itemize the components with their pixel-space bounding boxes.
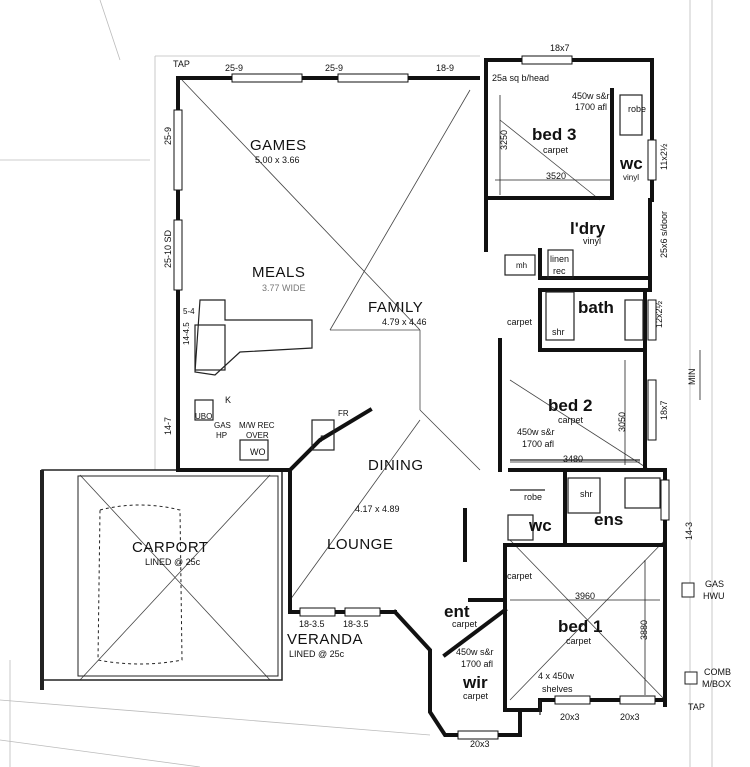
dim-bed3-v: 3250	[499, 129, 509, 150]
carpet-hall2: carpet	[507, 571, 533, 581]
over-label: OVER	[246, 431, 269, 440]
dim-left-2: 25-10 SD	[163, 229, 173, 268]
room-dining-size: 4.17 x 4.89	[355, 504, 400, 514]
fridge-label: FR	[338, 409, 349, 418]
gas-hwu-a: GAS	[705, 579, 725, 589]
room-wc-top-floor: vinyl	[623, 173, 640, 182]
room-family-label: FAMILY	[368, 299, 424, 316]
room-wir-ac: 450w s&r	[456, 647, 494, 657]
shr-bath: shr	[552, 327, 565, 337]
gas-hwu-b: HWU	[703, 591, 725, 601]
dim-left-win-a: 5-4	[183, 307, 195, 316]
dim-veranda-2: 18-3.5	[343, 619, 369, 629]
dim-bed1-v: 3880	[639, 619, 649, 640]
room-veranda-note: LINED @ 25c	[289, 649, 345, 659]
hand-note: MIN	[687, 368, 697, 386]
room-wc-ens-label: wc	[529, 516, 552, 535]
room-bed2-floor: carpet	[558, 415, 584, 425]
dim-right-5: 14-3	[684, 521, 694, 540]
room-bed2-ac: 450w s&r	[517, 427, 555, 437]
room-family-size: 4.79 x 4.46	[382, 317, 427, 327]
shelves-b: shelves	[542, 684, 573, 694]
dimension-lines	[495, 95, 701, 695]
dim-top-3: 18-9	[436, 63, 455, 73]
hp-label: HP	[216, 431, 228, 440]
tap-top: TAP	[173, 59, 190, 69]
room-bath-label: bath	[578, 298, 614, 317]
room-ens-label: ens	[594, 510, 624, 529]
dim-bed2-h: 3480	[563, 454, 584, 464]
dim-top-2: 25-9	[325, 63, 344, 73]
room-ldry-label: l'dry	[570, 219, 606, 238]
construction-lines	[0, 0, 713, 767]
dim-right-1: 11x2½	[659, 143, 669, 170]
dim-left-1: 25-9	[163, 126, 173, 145]
ubo-label: UBO	[195, 412, 213, 421]
roof-lines	[79, 79, 666, 701]
dim-bed1-h: 3960	[575, 591, 596, 601]
carport	[40, 469, 283, 690]
room-bed2-ac2: 1700 afl	[522, 439, 555, 449]
dim-bed2-v: 3050	[617, 411, 627, 432]
room-bed2-label: bed 2	[548, 396, 593, 415]
k-label: K	[225, 395, 232, 405]
mw-label: M/W REC	[239, 421, 275, 430]
room-wir-floor: carpet	[463, 691, 489, 701]
comb-a: COMB	[704, 667, 731, 677]
service-markers	[681, 582, 698, 685]
rec-label: rec	[553, 266, 566, 276]
wo-label: WO	[250, 447, 266, 457]
room-games-label: GAMES	[250, 137, 307, 154]
room-veranda-label: VERANDA	[287, 631, 364, 648]
room-bed1-label: bed 1	[558, 617, 603, 636]
windows	[173, 55, 670, 740]
pantry-label: P	[320, 434, 327, 444]
room-carport-note: LINED @ 25c	[145, 557, 201, 567]
room-wir-label: wir	[463, 673, 488, 692]
mh-label: mh	[516, 261, 528, 270]
room-ldry-floor: vinyl	[583, 236, 602, 246]
gas-label: GAS	[214, 421, 231, 430]
room-lounge-label: LOUNGE	[327, 536, 394, 553]
dim-veranda-1: 18-3.5	[299, 619, 325, 629]
room-meals-size: 3.77 WIDE	[262, 283, 306, 293]
dim-right-3: 12x2½	[654, 300, 664, 328]
room-bed3-ac2: 1700 afl	[575, 102, 608, 112]
room-wc-top-label: wc	[620, 154, 643, 173]
shr-ens: shr	[580, 489, 593, 499]
room-bed3-ac: 450w s&r	[572, 91, 610, 101]
dim-bed3-top: 18x7	[550, 43, 570, 53]
linen-label: linen	[550, 254, 570, 264]
robe-bed2: robe	[524, 492, 543, 502]
dim-top-1: 25-9	[225, 63, 244, 73]
dim-bottom-1: 20x3	[470, 739, 490, 749]
room-entry-label: ent	[444, 602, 470, 621]
bulkhead-label: 25a sq b/head	[492, 73, 550, 83]
dim-bottom-3: 20x3	[620, 712, 640, 722]
dim-right-4: 18x7	[659, 400, 669, 420]
dim-left-3: 14-7	[163, 416, 173, 435]
tap-bottom: TAP	[688, 702, 705, 712]
carpet-hall: carpet	[507, 317, 533, 327]
robe-bed3: robe	[628, 104, 647, 114]
room-carport-label: CARPORT	[132, 539, 209, 556]
room-dining-label: DINING	[368, 457, 424, 474]
comb-b: M/BOX	[702, 679, 732, 689]
room-games-size: 5.00 x 3.66	[255, 155, 300, 165]
room-meals-label: MEALS	[252, 264, 306, 281]
room-bed1-floor: carpet	[566, 636, 592, 646]
room-bed3-floor: carpet	[543, 145, 569, 155]
dim-left-win-b: 14-4.5	[182, 322, 191, 345]
room-wir-ac2: 1700 afl	[461, 659, 494, 669]
dim-right-2: 25x6 s/door	[659, 210, 669, 258]
shelves-a: 4 x 450w	[538, 671, 575, 681]
dim-bottom-2: 20x3	[560, 712, 580, 722]
room-bed3-label: bed 3	[532, 125, 577, 144]
dim-bed3-h: 3520	[546, 171, 567, 181]
room-entry-floor: carpet	[452, 619, 478, 629]
interior-lines	[194, 94, 661, 715]
